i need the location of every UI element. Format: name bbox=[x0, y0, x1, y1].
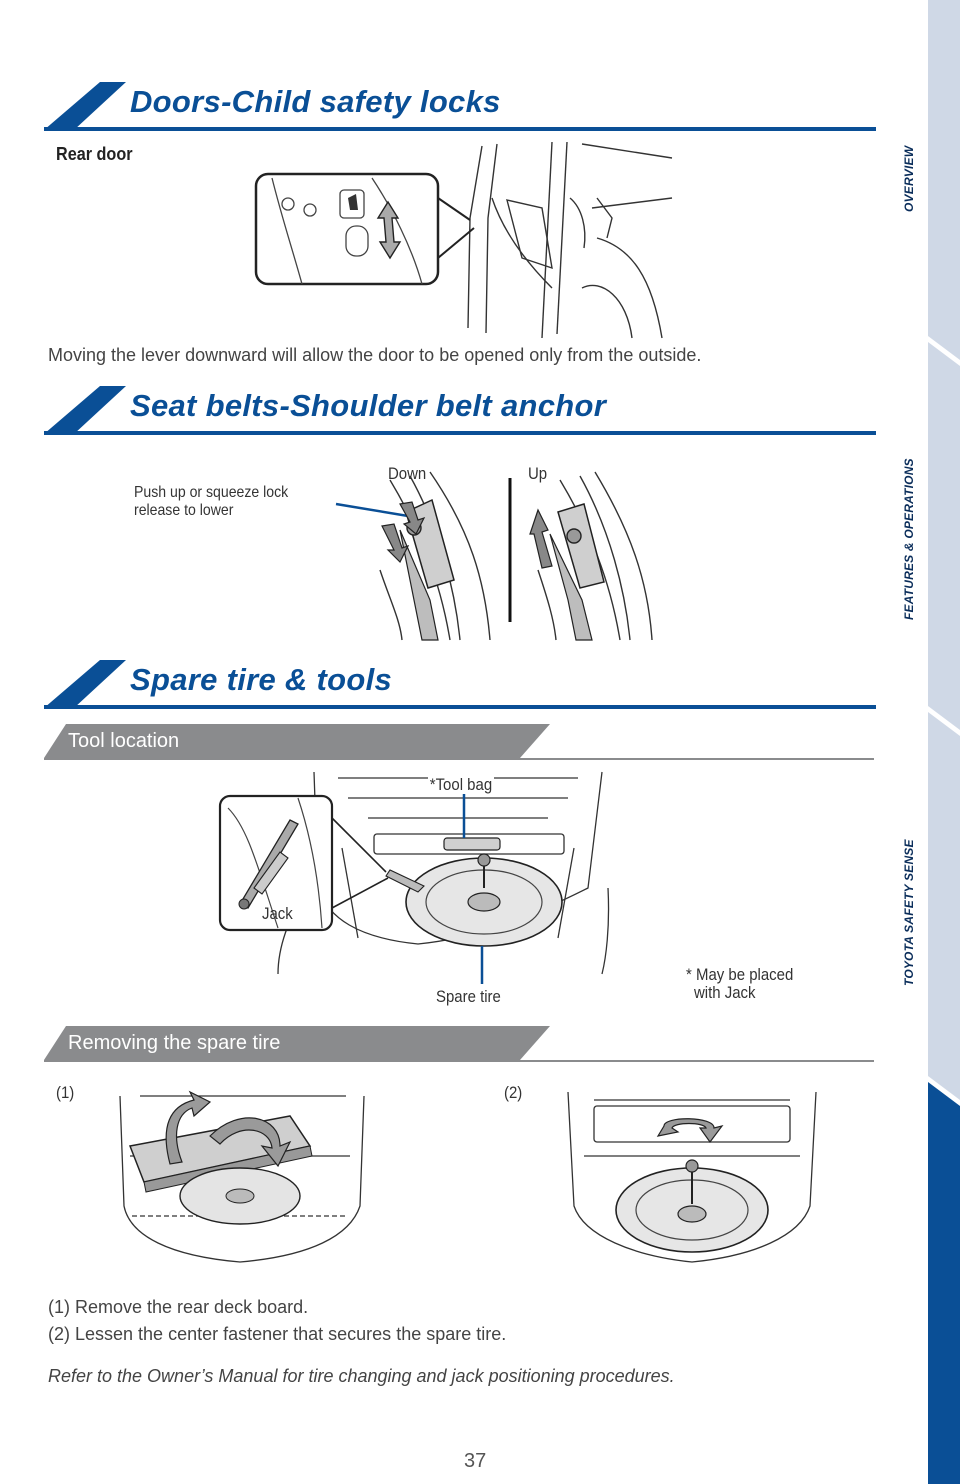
subheader-rule bbox=[44, 1060, 874, 1062]
nav-item-features-operations[interactable]: FEATURES & OPERATIONS bbox=[902, 458, 916, 620]
loosen-fastener-illustration bbox=[567, 1091, 817, 1263]
push-up-label-line1: Push up or squeeze lock bbox=[134, 484, 289, 501]
jack-label: Jack bbox=[262, 904, 293, 923]
nav-item-overview[interactable]: OVERVIEW bbox=[902, 145, 916, 212]
section-title: Spare tire & tools bbox=[130, 662, 393, 697]
header-tab bbox=[44, 82, 126, 130]
section-header-seatbelts: Seat belts-Shoulder belt anchor bbox=[44, 386, 876, 438]
subheader-removing-spare: Removing the spare tire bbox=[44, 1026, 874, 1066]
subheader-rule bbox=[44, 758, 874, 760]
note-line2: with Jack bbox=[694, 983, 756, 1002]
doors-description: Moving the lever downward will allow the… bbox=[48, 345, 702, 365]
step1-text: (1) Remove the rear deck board. bbox=[48, 1297, 309, 1317]
step1-label: (1) bbox=[56, 1083, 75, 1102]
section-header-doors: Doors-Child safety locks bbox=[44, 82, 876, 134]
header-tab bbox=[44, 386, 126, 434]
tool-bag-label: *Tool bag bbox=[428, 775, 494, 794]
reference-note: Refer to the Owner’s Manual for tire cha… bbox=[48, 1366, 675, 1386]
step2-label: (2) bbox=[504, 1083, 523, 1102]
seatbelt-anchor-illustration bbox=[335, 471, 653, 641]
nav-item-safety-emergency[interactable]: SAFETY & EMERGENCY FEATURES bbox=[902, 1161, 916, 1374]
down-label: Down bbox=[388, 464, 427, 483]
nav-item-toyota-safety-sense[interactable]: TOYOTA SAFETY SENSE bbox=[902, 839, 916, 986]
header-rule bbox=[44, 431, 876, 435]
rear-door-illustration bbox=[254, 141, 673, 339]
section-title: Seat belts-Shoulder belt anchor bbox=[130, 388, 607, 423]
page-number: 37 bbox=[464, 1450, 487, 1472]
header-rule bbox=[44, 705, 876, 709]
header-tab bbox=[44, 660, 126, 708]
up-label: Up bbox=[528, 464, 548, 483]
section-header-spare: Spare tire & tools bbox=[44, 660, 876, 712]
subheader-tool-location: Tool location bbox=[44, 724, 874, 764]
section-title: Doors-Child safety locks bbox=[130, 84, 501, 119]
subheader-text: Tool location bbox=[68, 730, 180, 752]
step2-text: (2) Lessen the center fastener that secu… bbox=[48, 1324, 507, 1344]
note-line1: * May be placed bbox=[686, 965, 794, 984]
tool-location-illustration bbox=[218, 771, 610, 984]
subheader-text: Removing the spare tire bbox=[68, 1032, 281, 1054]
push-up-label-line2: release to lower bbox=[134, 502, 234, 519]
rear-door-label: Rear door bbox=[56, 144, 133, 164]
spare-tire-label: Spare tire bbox=[436, 987, 501, 1006]
side-nav-tabs bbox=[928, 0, 960, 1484]
remove-deck-board-illustration bbox=[119, 1090, 365, 1263]
subheader-bar bbox=[44, 1026, 550, 1060]
header-rule bbox=[44, 127, 876, 131]
subheader-bar bbox=[44, 724, 550, 758]
